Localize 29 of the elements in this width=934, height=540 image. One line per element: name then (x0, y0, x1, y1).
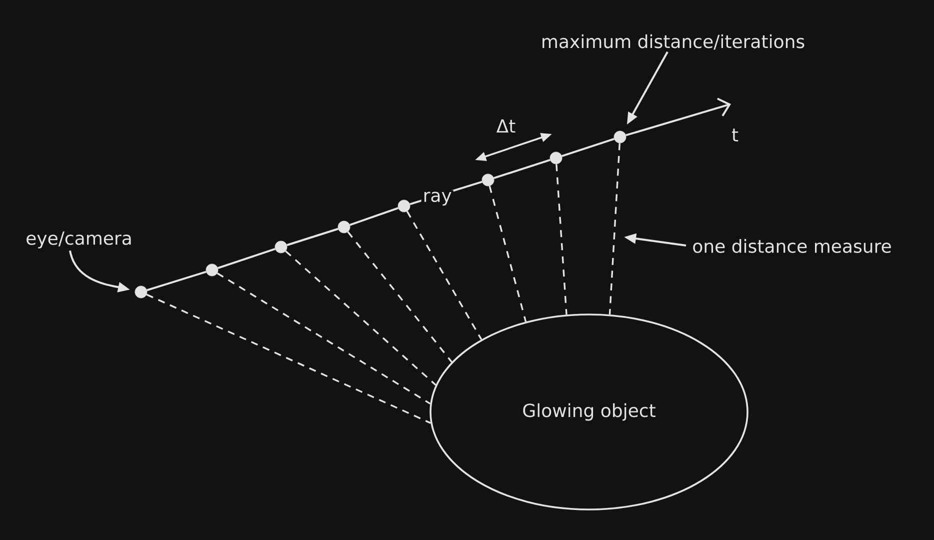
sample-point (550, 152, 562, 164)
ray-line (350, 207, 398, 226)
sample-point (398, 200, 410, 212)
dashed-line (347, 231, 452, 363)
sample-point (274, 240, 288, 254)
dashed-line (406, 210, 482, 340)
sample-point (482, 174, 494, 186)
ray-line (494, 158, 550, 180)
dashed-line (608, 143, 620, 314)
dashed-line (216, 272, 431, 404)
ray-line (286, 228, 338, 246)
callout-text: one distance measure (693, 239, 891, 253)
callout-text: maximum distance/iterations (542, 34, 804, 50)
dashed-line (488, 186, 527, 322)
sample-point (338, 220, 350, 234)
sample-point (206, 264, 218, 276)
dashed-line (285, 250, 436, 386)
callout-text: eye/camera (26, 232, 131, 248)
ray-line (562, 138, 614, 158)
dashed-line (556, 164, 568, 315)
dimension-label: Δt (496, 119, 516, 133)
ray-line (218, 248, 276, 269)
edge-label: ray (424, 192, 452, 206)
ray-line (146, 270, 206, 292)
sample-point (134, 286, 148, 298)
axis-label: t (732, 128, 738, 142)
sample-point (614, 130, 626, 144)
ray-arrow (626, 98, 731, 136)
dashed-line (146, 294, 431, 424)
